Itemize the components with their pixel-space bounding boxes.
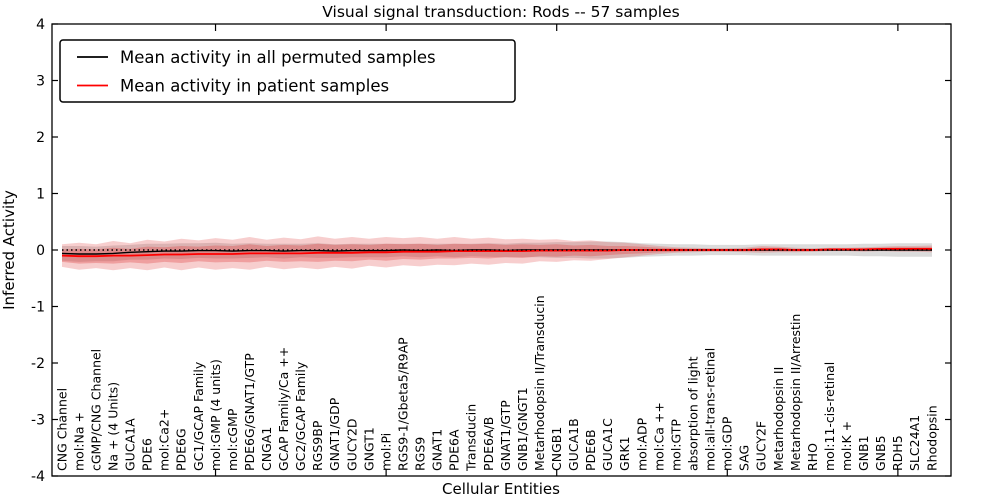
category-label: mol:Ca2+ xyxy=(157,409,172,471)
category-label: PDE6G xyxy=(174,428,189,471)
category-label: Transducin xyxy=(464,404,479,472)
patient-samples-inner-band xyxy=(62,243,932,264)
category-label: mol:GTP xyxy=(668,419,683,471)
category-label: RHO xyxy=(805,443,820,471)
patient-samples-outer-band xyxy=(62,236,932,271)
category-label: GNB1/GNGT1 xyxy=(515,387,530,471)
category-label: RGS9BP xyxy=(310,420,325,471)
y-tick-label: -2 xyxy=(31,356,45,372)
category-label: PDE6A/B xyxy=(481,417,496,471)
category-label: mol:11-cis-retinal xyxy=(822,362,837,471)
category-label: mol:Ca ++ xyxy=(651,402,666,471)
category-label: CNGB1 xyxy=(549,427,564,471)
category-label: mol:cGMP xyxy=(225,408,240,471)
category-label: GUCA1B xyxy=(566,418,581,471)
category-label: PDE6B xyxy=(583,429,598,471)
category-label: mol:GMP (4 units) xyxy=(208,359,223,471)
category-label: PDE6 xyxy=(140,438,155,471)
y-tick-label: 1 xyxy=(36,186,45,202)
category-label: RGS9 xyxy=(413,437,428,471)
category-label: CNGA1 xyxy=(259,427,274,471)
line-layer xyxy=(61,248,932,258)
y-tick-label: -4 xyxy=(31,469,45,485)
legend: Mean activity in all permuted samples Me… xyxy=(59,39,516,103)
category-label: RGS9-1/Gbeta5/R9AP xyxy=(396,337,411,471)
y-axis-label: Inferred Activity xyxy=(0,190,18,310)
category-label: Na + (4 Units) xyxy=(106,382,121,471)
axes-layer: 4 3 2 1 0 -1 -2 -3 -4 xyxy=(31,17,952,485)
y-tick-label: 4 xyxy=(36,17,45,33)
category-label: GUCY2D xyxy=(344,418,359,471)
category-label: GNB1 xyxy=(856,435,871,471)
category-label: CNG Channel xyxy=(54,388,69,471)
category-label: Rhodopsin xyxy=(924,405,939,471)
category-label: absorption of light xyxy=(686,356,701,471)
y-tick-label: -3 xyxy=(31,412,45,428)
category-label: cGMP/CNG Channel xyxy=(88,349,103,471)
category-label: GUCA1A xyxy=(123,418,138,471)
category-label: mol:all-trans-retinal xyxy=(703,348,718,471)
category-label: PDE6A xyxy=(447,429,462,471)
category-label: GUCY2F xyxy=(754,421,769,471)
category-label: GNGT1 xyxy=(361,427,376,471)
category-label: GC2/GCAP Family xyxy=(293,361,308,471)
category-label: mol:Na + xyxy=(71,412,86,471)
category-label: mol:GDP xyxy=(720,416,735,471)
chart-title: Visual signal transduction: Rods -- 57 s… xyxy=(322,3,679,21)
y-tick-label: 2 xyxy=(36,130,45,146)
legend-label-patient: Mean activity in patient samples xyxy=(120,76,389,95)
category-label: SAG xyxy=(737,445,752,471)
category-label: Metarhodopsin II/Transducin xyxy=(532,295,547,471)
category-label: SLC24A1 xyxy=(907,415,922,471)
category-label: mol:Pi xyxy=(378,433,393,471)
category-label: mol:K + xyxy=(839,421,854,471)
category-label: GUCA1C xyxy=(600,418,615,471)
x-axis-label: Cellular Entities xyxy=(442,480,560,498)
category-label: GNAT1 xyxy=(430,429,445,471)
y-tick-label: 0 xyxy=(36,243,45,259)
y-tick-label: 3 xyxy=(36,73,45,89)
legend-box xyxy=(59,39,516,103)
category-label: GRK1 xyxy=(617,436,632,471)
category-label: GNB5 xyxy=(873,435,888,471)
category-label: PDE6G/GNAT1/GTP xyxy=(242,353,257,471)
category-label: GNAT1/GDP xyxy=(327,397,342,471)
category-label: GCAP Family/Ca ++ xyxy=(276,347,291,471)
category-label: Metarhodopsin II/Arrestin xyxy=(788,314,803,471)
category-label: mol:ADP xyxy=(634,417,649,471)
category-label: GC1/GCAP Family xyxy=(191,361,206,471)
category-label: Metarhodopsin II xyxy=(771,367,786,471)
category-label: GNAT1/GTP xyxy=(498,400,513,471)
legend-label-permuted: Mean activity in all permuted samples xyxy=(120,48,436,67)
category-label: RDH5 xyxy=(890,435,905,471)
y-tick-label: -1 xyxy=(31,299,45,315)
